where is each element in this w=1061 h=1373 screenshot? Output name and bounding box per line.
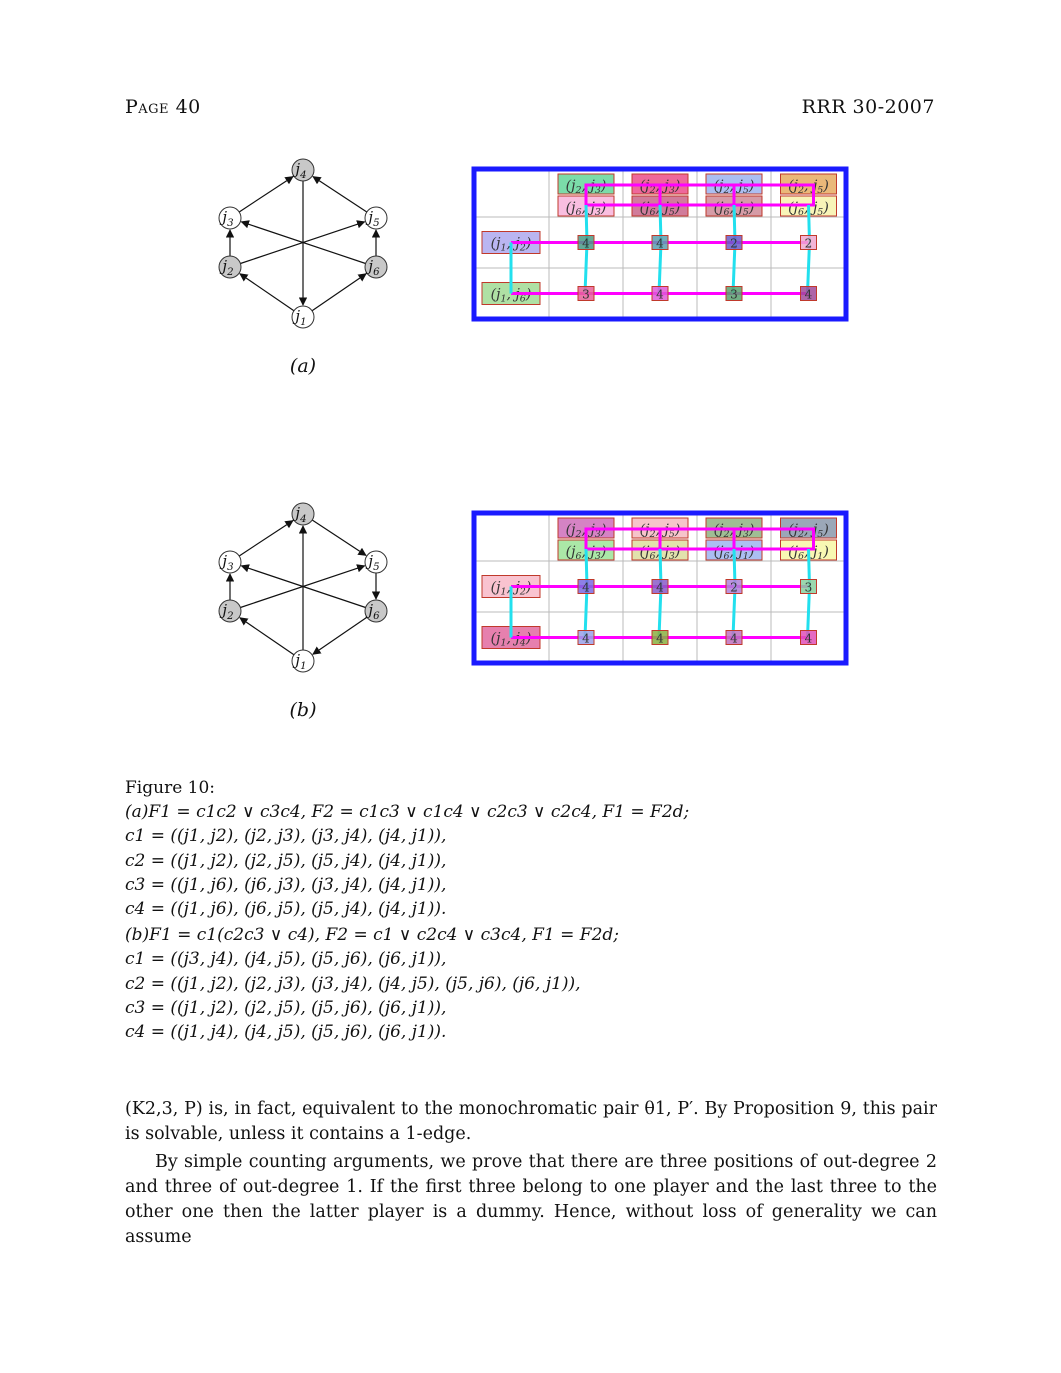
node-label: j5 [365,552,379,573]
caption-line: c2 = ((j1, j2), (j2, j3), (j3, j4), (j4,… [125,973,581,994]
graph-edge [312,176,368,213]
table-cell-box [651,579,669,594]
table-cell-box [651,286,669,301]
graph-node-j2 [218,599,242,623]
node-label: j6 [365,257,380,278]
table-cell-box [725,630,743,645]
graph-node-j5 [364,206,388,230]
node-label: j1 [292,307,306,328]
table-cell-box [800,235,817,250]
col-header-path [584,527,815,551]
caption-line: c3 = ((j1, j2), (j2, j5), (j5, j6), (j6,… [125,997,447,1018]
table-cell-value: 2 [730,237,738,251]
caption-line: (b)F1 = c1(c2c3 ∨ c4), F2 = c1 ∨ c2c4 ∨ … [125,925,620,946]
table-frame [471,166,849,322]
table-cell-value: 2 [730,581,738,595]
graph-edge [311,273,367,312]
col-header-path [584,183,815,207]
caption-line: c4 = ((j1, j6), (j6, j5), (j5, j4), (j4,… [125,899,447,920]
graph-node-j6 [364,255,388,279]
node-label: j6 [365,601,380,622]
node-label: j4 [292,504,306,525]
table-cell-value: 4 [582,237,590,251]
caption-line: c3 = ((j1, j6), (j6, j3), (j3, j4), (j4,… [125,874,447,895]
node-label: j1 [292,651,306,672]
graph-edge [239,273,295,312]
graph-edge [312,616,368,655]
node-label: j2 [219,601,233,622]
table-cell-box [651,630,669,645]
graph-edge [240,564,366,609]
node-label: j3 [219,552,233,573]
graph-node-j5 [364,550,388,574]
caption-line: (a)F1 = c1c2 ∨ c3c4, F2 = c1c3 ∨ c1c4 ∨ … [125,802,690,823]
subfigure-label: (b) [290,699,317,721]
graph-node-j6 [364,599,388,623]
caption-line: c1 = ((j3, j4), (j4, j5), (j5, j6), (j6,… [125,949,447,970]
table-cell-value: 4 [656,288,664,302]
table-cell-box [800,630,817,645]
col-header-top-label: (j2, j5) [788,522,829,540]
table-cell-box [725,286,743,301]
table-cell-value: 4 [730,632,738,646]
table-cell-value: 4 [805,632,813,646]
body-paragraph-2: By simple counting arguments, we prove t… [125,1152,937,1247]
node-label: j4 [292,160,306,181]
table-cell-box [800,286,817,301]
graph-node-j2 [218,255,242,279]
table-cell-box [577,630,595,645]
graph-node-j1 [291,649,315,673]
graph-b: j4 j3 j5 j2 j6 j1 (b) [218,502,388,721]
table-cell-value: 4 [656,237,664,251]
table-cell-value: 3 [582,288,590,302]
report-id: RRR 30-2007 [801,96,935,118]
table-frame [471,510,849,666]
graph-a: j4 j3 j5 j2 j6 j1 (a) [218,158,388,377]
graph-node-j4 [291,502,315,526]
graph-edge [240,220,366,265]
graph-node-j3 [218,206,242,230]
graph-edge [311,519,367,556]
table-cell-box [577,579,595,594]
figure-caption: Figure 10: (a)F1 = c1c2 ∨ c3c4, F2 = c1c… [125,776,945,1044]
table-cell-box [800,579,817,594]
table-cell-value: 4 [582,581,590,595]
table-cell-box [725,579,743,594]
caption-line: c4 = ((j1, j4), (j4, j5), (j5, j6), (j6,… [125,1022,447,1043]
table-cell-box [725,235,743,250]
graph-edge [238,176,294,213]
table-cell-value: 4 [582,632,590,646]
subfigure-label: (a) [290,355,316,377]
page-number: Page 40 [125,96,201,118]
caption-title: Figure 10: [125,778,216,798]
table-b: (j2, j3)(j6, j3)(j2, j5)(j6, j3)(j2, j3)… [471,510,849,666]
caption-line: c1 = ((j1, j2), (j2, j3), (j3, j4), (j4,… [125,826,447,847]
table-cell-box [651,235,669,250]
graph-node-j4 [291,158,315,182]
table-cell-value: 4 [656,632,664,646]
table-cell-value: 4 [805,288,813,302]
col-header-top-label: (j2, j5) [788,178,829,196]
node-label: j2 [219,257,233,278]
graph-edge [238,520,294,557]
graph-node-j1 [291,305,315,329]
table-cell-value: 4 [656,581,664,595]
graph-edge [239,617,295,656]
table-cell-box [577,235,595,250]
table-cell-box [577,286,595,301]
graph-node-j3 [218,550,242,574]
caption-line: c2 = ((j1, j2), (j2, j5), (j5, j4), (j4,… [125,850,447,871]
table-cell-value: 3 [730,288,738,302]
table-cell-value: 3 [805,581,813,595]
node-label: j3 [219,208,233,229]
table-a: (j2, j3)(j6, j3)(j2, j3)(j6, j5)(j2, j5)… [471,166,849,322]
node-label: j5 [365,208,379,229]
body-paragraph-1: (K2,3, P) is, in fact, equivalent to the… [125,1099,937,1144]
table-cell-value: 2 [805,237,813,251]
